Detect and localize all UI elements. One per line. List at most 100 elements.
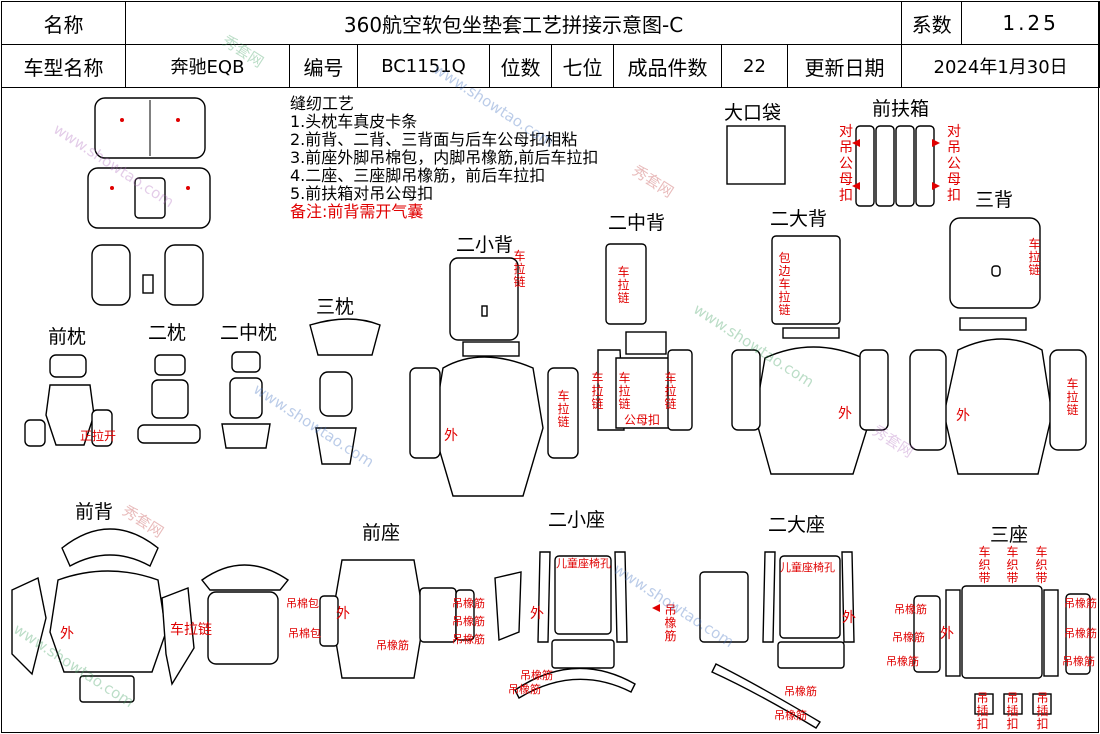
annotation-elastic: 吊橡筋	[1064, 597, 1097, 610]
armrest-arrows	[652, 139, 940, 612]
car-seat-overview	[87, 97, 211, 306]
annotation-outer: 外	[842, 610, 856, 626]
annotation-elastic: 吊橡筋	[1062, 655, 1095, 668]
label-front-armrest: 前扶箱	[872, 98, 930, 120]
annotation-elastic: 吊橡筋	[1064, 627, 1097, 640]
notes-remark: 备注:前背需开气囊	[290, 202, 424, 221]
annotation-outer: 外	[940, 626, 954, 642]
annotation-elastic: 吊橡筋	[784, 685, 817, 698]
label-front-back: 前背	[75, 501, 114, 523]
second-big-back-pieces	[731, 235, 889, 475]
annotation-zipper: 车拉链	[557, 389, 570, 429]
annotation-open: 正拉开	[80, 429, 117, 443]
label-second-mid-back: 二中背	[608, 212, 666, 234]
second-small-seat-pieces	[494, 551, 636, 699]
annotation-elastic: 吊橡筋	[886, 655, 919, 668]
third-seat-pieces	[913, 585, 1091, 715]
annotation-elastic: 吊橡筋	[452, 597, 485, 610]
annotation-outer: 外	[956, 408, 970, 424]
coef-label: 系数	[901, 1, 963, 45]
notes-line: 5.前扶箱对吊公母扣	[290, 184, 434, 203]
annotation-elastic: 吊橡筋	[452, 633, 485, 646]
big-pocket-piece	[726, 125, 786, 185]
front-headrest-pieces	[24, 354, 113, 447]
annotation-buckle: 吊插扣	[976, 691, 989, 731]
annotation-elastic: 吊橡筋	[452, 615, 485, 628]
annotation-elastic: 吊橡筋	[376, 639, 409, 652]
front-seat-pieces	[200, 559, 475, 679]
date-label: 更新日期	[786, 44, 903, 88]
label-second-small-seat: 二小座	[548, 509, 606, 531]
notes-line: 2.前背、二背、三背面与后车公母扣相粘	[290, 130, 578, 149]
label-front-headrest: 前枕	[48, 326, 87, 348]
label-second-small-back: 二小背	[456, 234, 514, 256]
annotation-elastic: 吊橡筋	[774, 709, 807, 722]
code-label: 编号	[289, 44, 358, 88]
annotation-webbing: 车织带	[1006, 545, 1019, 585]
annotation-zipper: 车拉链	[591, 371, 604, 411]
annotation-elastic: 吊橡筋	[664, 603, 677, 643]
label-third-headrest: 三枕	[316, 296, 355, 318]
third-headrest-pieces	[309, 318, 381, 465]
label-second-big-back: 二大背	[770, 208, 828, 230]
annotation-webbing: 车织带	[1035, 545, 1048, 585]
front-armrest-pieces	[855, 125, 935, 207]
annotation-cotton: 吊棉包	[288, 627, 321, 640]
seats-label: 位数	[489, 44, 552, 88]
annotation-outer: 外	[444, 428, 458, 444]
model-value: 奔驰EQB	[125, 44, 290, 88]
sewing-notes: 缝纫工艺 1.头枕车真皮卡条 2.前背、二背、三背面与后车公母扣相粘 3.前座外…	[290, 95, 598, 221]
notes-line: 1.头枕车真皮卡条	[290, 112, 418, 131]
document-title: 360航空软包坐垫套工艺拼接示意图-C	[124, 1, 903, 45]
notes-line: 4.二座、三座脚吊橡筋，前后车拉扣	[290, 166, 546, 185]
label-big-pocket: 大口袋	[724, 102, 782, 124]
second-small-back-pieces	[409, 257, 579, 497]
name-label: 名称	[1, 1, 126, 45]
annotation-snap: 公母扣	[624, 413, 661, 427]
second-headrest-pieces	[137, 354, 201, 444]
annotation-child-seat-hole: 儿童座椅孔	[556, 557, 611, 570]
annotation-elastic: 吊橡筋	[894, 603, 927, 616]
annotation-cotton: 吊棉包	[286, 597, 319, 610]
annotation-outer: 外	[336, 606, 350, 622]
annotation-buckle: 吊插扣	[1006, 691, 1019, 731]
second-mid-back-pieces	[597, 243, 693, 431]
annotation-zipper: 车拉链	[1066, 377, 1079, 417]
annotation-zipper: 车拉链	[618, 371, 631, 411]
annotation-zipper: 车拉链	[513, 249, 526, 289]
model-label: 车型名称	[1, 44, 126, 88]
second-big-seat-pieces	[699, 551, 855, 729]
header-table: 名称 360航空软包坐垫套工艺拼接示意图-C 系数 1.25 车型名称 奔驰EQ…	[1, 1, 1100, 88]
third-back-pieces	[909, 217, 1087, 475]
annotation-elastic: 吊橡筋	[520, 669, 553, 682]
pieces-value: 22	[721, 44, 788, 88]
label-second-mid-headrest: 二中枕	[220, 322, 278, 344]
notes-title: 缝纫工艺	[290, 94, 355, 113]
annotation-zipper: 车拉链	[617, 265, 630, 305]
annotation-zipper: 车拉链	[1028, 237, 1041, 277]
pieces-label: 成品件数	[613, 44, 722, 88]
label-third-back: 三背	[975, 189, 1014, 211]
annotation-zipper: 车拉链	[170, 622, 212, 638]
second-mid-headrest-pieces	[221, 351, 271, 449]
annotation-dui-diao-right: 对吊公母扣	[947, 124, 961, 204]
annotation-outer: 外	[530, 606, 544, 622]
annotation-dui-diao-left: 对吊公母扣	[839, 124, 853, 204]
label-second-headrest: 二枕	[148, 322, 187, 344]
notes-line: 3.前座外脚吊棉包，内脚吊橡筋,前后车拉扣	[290, 148, 599, 167]
annotation-edge-zipper: 包边车拉链	[778, 251, 791, 317]
front-back-pieces	[11, 528, 195, 703]
annotation-elastic: 吊橡筋	[892, 631, 925, 644]
annotation-outer: 外	[60, 626, 74, 642]
label-third-seat: 三座	[990, 524, 1029, 546]
date-value: 2024年1月30日	[901, 44, 1100, 88]
annotation-elastic: 吊橡筋	[508, 683, 541, 696]
annotation-zipper: 车拉链	[664, 371, 677, 411]
annotation-child-seat-hole: 儿童座椅孔	[780, 561, 835, 574]
annotation-buckle: 吊插扣	[1036, 691, 1049, 731]
annotation-outer: 外	[838, 406, 852, 422]
label-front-seat: 前座	[362, 522, 401, 544]
annotation-webbing: 车织带	[978, 545, 991, 585]
